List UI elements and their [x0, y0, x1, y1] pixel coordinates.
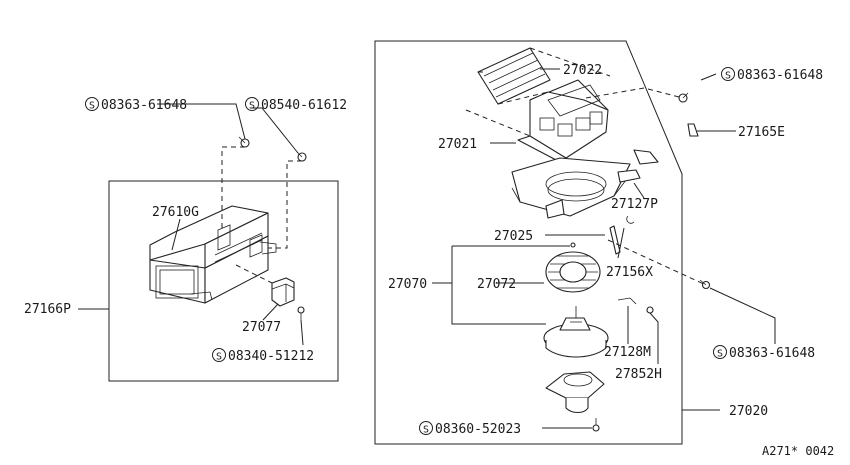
screw-top-right [678, 92, 689, 103]
svg-text:S: S [249, 101, 255, 112]
screw-left-b [296, 151, 307, 162]
screw-symbol-icon: S [713, 345, 727, 360]
filter-27022-part [477, 47, 551, 105]
screw-symbol-icon: S [85, 97, 99, 112]
label-08363-61648-b: 08363-61648 [737, 68, 823, 83]
label-08340-51212: 08340-51212 [228, 349, 314, 364]
label-08540-61612: 08540-61612 [261, 98, 347, 113]
svg-text:S: S [89, 101, 95, 112]
blower-motor-part [543, 306, 609, 358]
screw-left-c [297, 306, 305, 320]
clip-27077-part [271, 277, 295, 307]
label-08363-61648-c: 08363-61648 [729, 346, 815, 361]
label-27020: 27020 [729, 404, 768, 419]
label-27070: 27070 [388, 277, 427, 292]
bracket-27127p-part [617, 149, 659, 183]
label-27127p: 27127P [611, 197, 658, 212]
intake-case-27021-part [517, 79, 609, 163]
label-27610g: 27610G [152, 205, 199, 220]
left-assembly-frame [108, 180, 339, 382]
diagram-code: A271* 0042 [762, 444, 834, 458]
label-27165e: 27165E [738, 125, 785, 140]
label-27072: 27072 [477, 277, 516, 292]
wire-27128m-part [617, 297, 637, 305]
label-27128m: 27128M [604, 345, 651, 360]
seal-27025-part [609, 225, 621, 255]
lower-housing-part [511, 157, 631, 219]
label-27022: 27022 [563, 63, 602, 78]
motor-case-part [545, 371, 605, 414]
clip-27852h-part [646, 306, 654, 314]
screw-left-a [238, 136, 250, 148]
svg-text:S: S [717, 349, 723, 360]
label-27156x: 27156X [606, 265, 653, 280]
label-08360-52023: 08360-52023 [435, 422, 521, 437]
screw-symbol-icon: S [419, 421, 433, 436]
screw-symbol-icon: S [721, 67, 735, 82]
screw-bottom [592, 418, 600, 432]
screw-symbol-icon: S [212, 348, 226, 363]
fan-27072-part [545, 242, 601, 293]
label-27021: 27021 [438, 137, 477, 152]
right-assembly-frame [374, 40, 683, 445]
label-08363-61648-a: 08363-61648 [101, 98, 187, 113]
label-27852h: 27852H [615, 367, 662, 382]
screw-symbol-icon: S [245, 97, 259, 112]
svg-text:S: S [216, 352, 222, 363]
label-27166p: 27166P [24, 302, 71, 317]
svg-text:S: S [725, 71, 731, 82]
clip-27156x-part [626, 215, 635, 224]
bracket-27165e-part [687, 123, 699, 137]
screw-right-mid [699, 279, 711, 290]
duct-27610g-part [149, 205, 277, 304]
label-27077: 27077 [242, 320, 281, 335]
svg-text:S: S [423, 425, 429, 436]
label-27025: 27025 [494, 229, 533, 244]
